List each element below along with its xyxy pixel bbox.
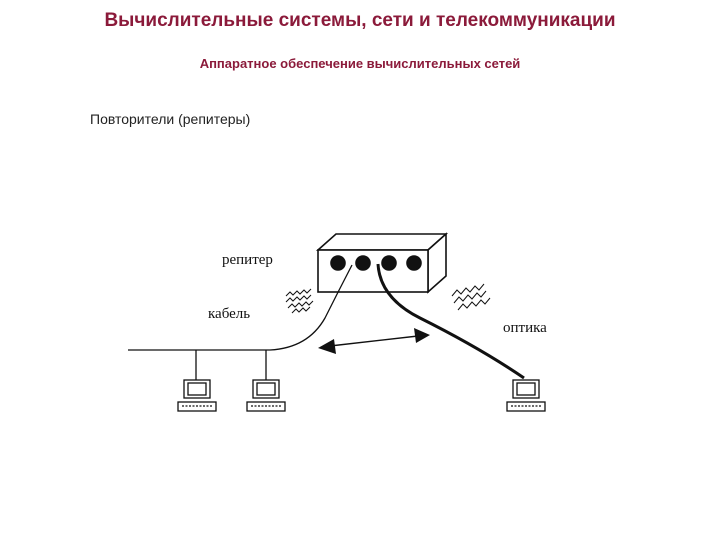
- label-repeater: репитер: [222, 252, 273, 268]
- computer-icon-3: [506, 379, 546, 412]
- coax-cable: [128, 264, 353, 351]
- label-fiber: оптика: [503, 320, 547, 336]
- repeater-port-2: [355, 255, 371, 271]
- repeater-top-face: [315, 233, 449, 251]
- repeater-port-1: [330, 255, 346, 271]
- section-heading: Повторители (репитеры): [90, 111, 251, 127]
- fiber-signal-icon: [451, 283, 491, 311]
- computer-icon-1: [177, 379, 217, 412]
- computer-icon-2: [246, 379, 286, 412]
- label-cable: кабель: [208, 306, 250, 322]
- repeater-port-4: [406, 255, 422, 271]
- slide-subtitle: Аппаратное обеспечение вычислительных се…: [199, 56, 521, 71]
- signal-direction-arrow: [318, 328, 430, 354]
- repeater-device: [315, 232, 449, 294]
- noise-signal-icon: [285, 288, 314, 314]
- slide-title: Вычислительные системы, сети и телекомму…: [104, 10, 616, 31]
- repeater-port-3: [381, 255, 397, 271]
- fiber-cable: [376, 263, 525, 380]
